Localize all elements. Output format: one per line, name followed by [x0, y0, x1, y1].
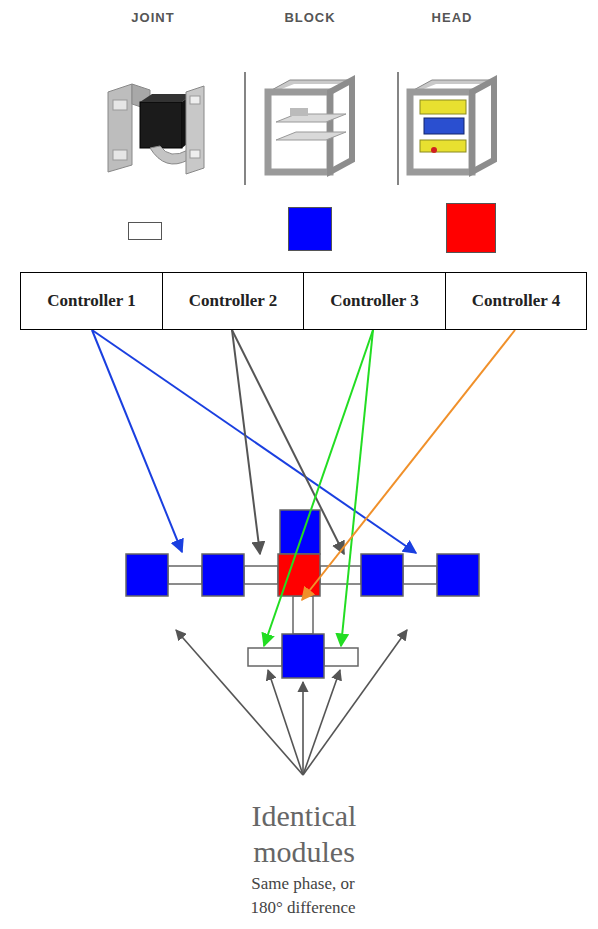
joint-module	[248, 648, 282, 666]
controller-box: Controller 2	[162, 272, 304, 330]
legend-swatch	[446, 203, 496, 253]
joint-illustration	[108, 84, 204, 174]
assignment-arrows	[92, 330, 515, 646]
divider-line	[244, 72, 245, 185]
joint-module	[403, 566, 437, 584]
leader-arrows	[176, 630, 407, 775]
block-module	[126, 554, 168, 596]
callout-note: Same phase, or 180° difference	[235, 872, 371, 920]
block-module	[280, 510, 320, 554]
head-illustration	[410, 80, 494, 172]
block-module	[437, 554, 479, 596]
joint-module	[244, 566, 278, 584]
controller-label: Controller 2	[189, 291, 278, 311]
block-module	[282, 634, 324, 678]
legend-label: HEAD	[432, 10, 473, 25]
block-module	[361, 554, 403, 596]
controller-box: Controller 4	[445, 272, 587, 330]
callout-title: Identical modules	[218, 798, 390, 870]
controller-label: Controller 1	[47, 291, 136, 311]
divider-line	[397, 72, 398, 185]
controller-label: Controller 3	[330, 291, 419, 311]
joint-module	[293, 596, 313, 634]
block-illustration	[268, 80, 352, 172]
legend-label: BLOCK	[284, 10, 335, 25]
controller-label: Controller 4	[472, 291, 561, 311]
block-module	[202, 554, 244, 596]
joint-module	[324, 648, 358, 666]
legend-label: JOINT	[131, 10, 174, 25]
legend-swatch	[128, 222, 162, 240]
joint-module	[168, 566, 202, 584]
controller-box: Controller 3	[303, 272, 446, 330]
controller-box: Controller 1	[20, 272, 163, 330]
legend-swatch	[288, 207, 332, 251]
